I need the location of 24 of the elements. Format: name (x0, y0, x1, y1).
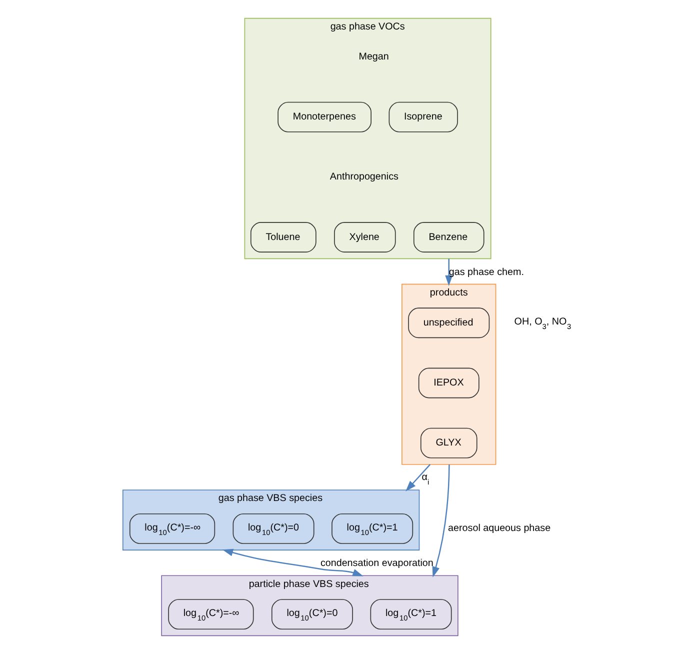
label: OH, O$_{3}$, NO$_{3}$ (514, 316, 571, 332)
arrow (222, 548, 363, 576)
node-box: Monoterpenes (277, 102, 371, 132)
node-box: log$_{10}$(C*)=1 (370, 599, 452, 630)
label: Megan (358, 52, 388, 63)
edge-label: α$_{i}$ (421, 472, 429, 486)
edge-label: aerosol aqueous phase (448, 523, 550, 534)
arrow (405, 464, 430, 492)
node-box: log$_{10}$(C*)=-∞ (168, 599, 254, 630)
node-box: log$_{10}$(C*)=0 (270, 599, 352, 630)
node-box: Isoprene (388, 102, 458, 132)
label: Anthropogenics (329, 172, 398, 183)
node-box: log$_{10}$(C*)=1 (331, 513, 413, 544)
edge-label: condensation evaporation (320, 558, 433, 570)
node-box: GLYX (420, 428, 477, 458)
node-box: Toluene (250, 222, 316, 252)
node-box: unspecified (408, 308, 490, 338)
arrow (432, 464, 450, 578)
node-box: log$_{10}$(C*)=0 (232, 513, 314, 544)
arrow (444, 258, 452, 286)
node-box: log$_{10}$(C*)=-∞ (128, 513, 215, 544)
node-box: Benzene (412, 222, 484, 252)
node-box: IEPOX (418, 368, 479, 398)
node-box: Xylene (334, 222, 396, 252)
